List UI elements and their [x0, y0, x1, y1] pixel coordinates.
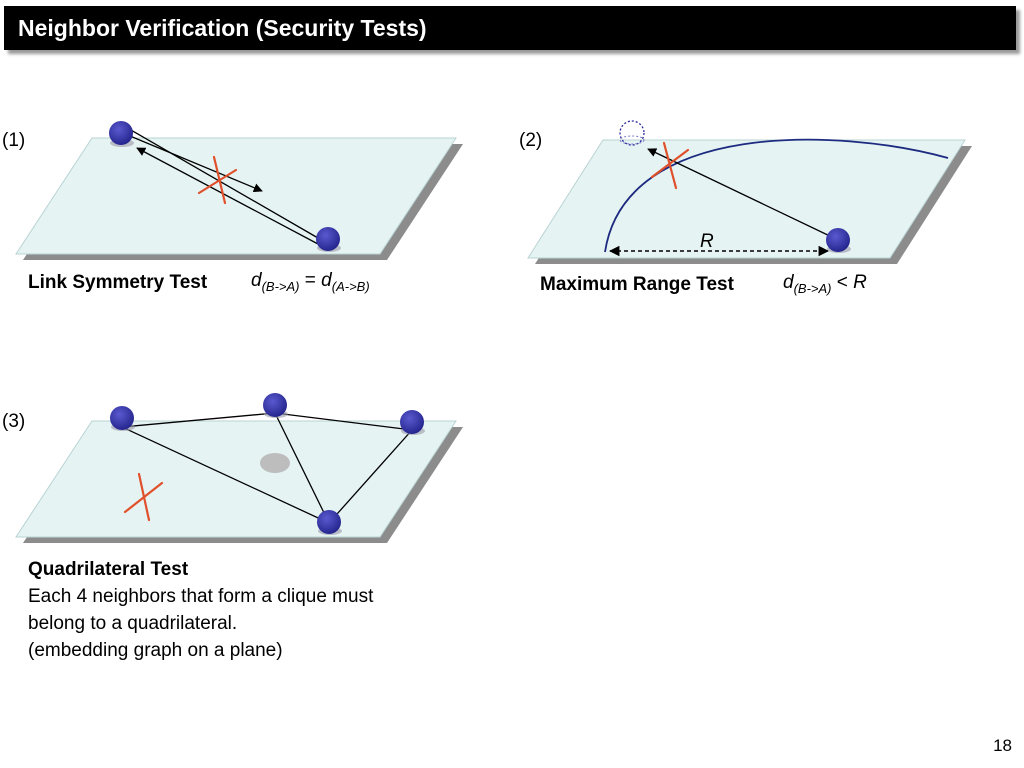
range-arc: [604, 138, 949, 253]
ghost-node-base: [619, 135, 645, 145]
panel-2-diagram: [527, 120, 972, 264]
title-bar: Neighbor Verification (Security Tests): [4, 6, 1016, 50]
quadrilateral-desc-line: belong to a quadrilateral.: [28, 613, 238, 634]
quadrilateral-test-title: Quadrilateral Test: [28, 559, 189, 580]
quadrilateral-desc-line: Each 4 neighbors that form a clique must: [28, 586, 374, 607]
claimed-link-arrow: [647, 148, 835, 239]
ghost-node: [260, 453, 290, 473]
node-a: [109, 121, 133, 145]
ghost-node: [619, 120, 645, 146]
node: [263, 393, 287, 417]
quadrilateral-test-block: Quadrilateral Test Each 4 neighbors that…: [28, 556, 373, 664]
arrow-a-to-b: [129, 135, 263, 193]
node: [110, 406, 134, 430]
quadrilateral-desc-line: (embedding graph on a plane): [28, 640, 283, 661]
clique-edges: [121, 412, 413, 524]
node: [400, 410, 424, 434]
maximum-range-formula: d(B->A) < R: [783, 272, 867, 296]
node-b: [826, 228, 850, 252]
link-symmetry-formula: d(B->A) = d(A->B): [251, 270, 370, 294]
panel-1-number: (1): [2, 130, 26, 151]
cross-mark: [650, 141, 690, 190]
link-symmetry-test-title: Link Symmetry Test: [28, 272, 208, 293]
node: [317, 510, 341, 534]
panel-2-number: (2): [519, 130, 543, 151]
panel-1-diagram: [15, 121, 463, 260]
node-b: [316, 227, 340, 251]
panel-3-number: (3): [2, 411, 26, 432]
plane: [527, 139, 966, 259]
maximum-range-test-title: Maximum Range Test: [540, 274, 734, 295]
page-number: 18: [993, 736, 1012, 755]
panel-3-diagram: [15, 393, 463, 543]
arrow-b-to-a: [136, 147, 319, 245]
cross-mark: [123, 472, 164, 522]
slide-title: Neighbor Verification (Security Tests): [18, 15, 427, 41]
plane: [15, 420, 457, 538]
cross-mark: [197, 155, 238, 205]
plane: [15, 137, 457, 255]
range-label: R: [700, 231, 714, 252]
